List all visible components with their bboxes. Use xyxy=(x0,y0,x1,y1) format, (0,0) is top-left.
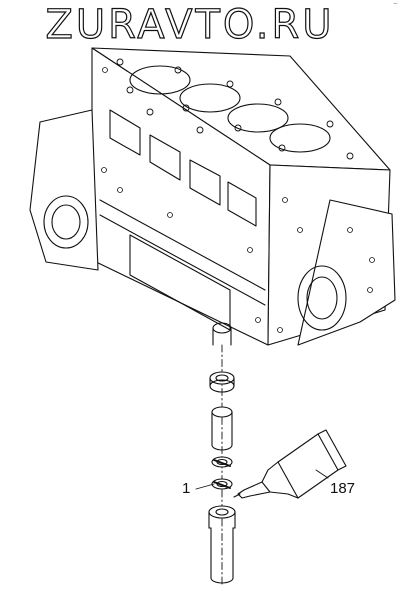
sleeve-pin xyxy=(211,406,233,451)
long-plug xyxy=(208,505,236,584)
site-watermark: ZURAVTO.RU xyxy=(45,1,335,48)
sealing-ring xyxy=(209,371,235,393)
callout-part-187: 187 xyxy=(330,480,356,497)
leader-187 xyxy=(315,469,329,479)
sealant-tube-187 xyxy=(233,429,347,499)
callout-part-1: 1 xyxy=(182,480,191,497)
o-ring-part-1 xyxy=(211,456,233,490)
engine-block xyxy=(29,47,396,346)
leader-1 xyxy=(195,483,215,490)
corner-mark: ⁻ xyxy=(393,0,398,10)
